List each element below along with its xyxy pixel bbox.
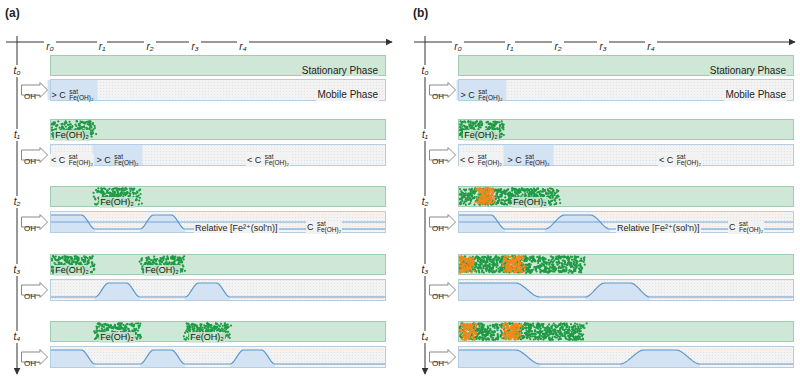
figure: Stationary PhaseOH⁻> C sat Fe(OH)₂Mobile…	[0, 0, 800, 379]
